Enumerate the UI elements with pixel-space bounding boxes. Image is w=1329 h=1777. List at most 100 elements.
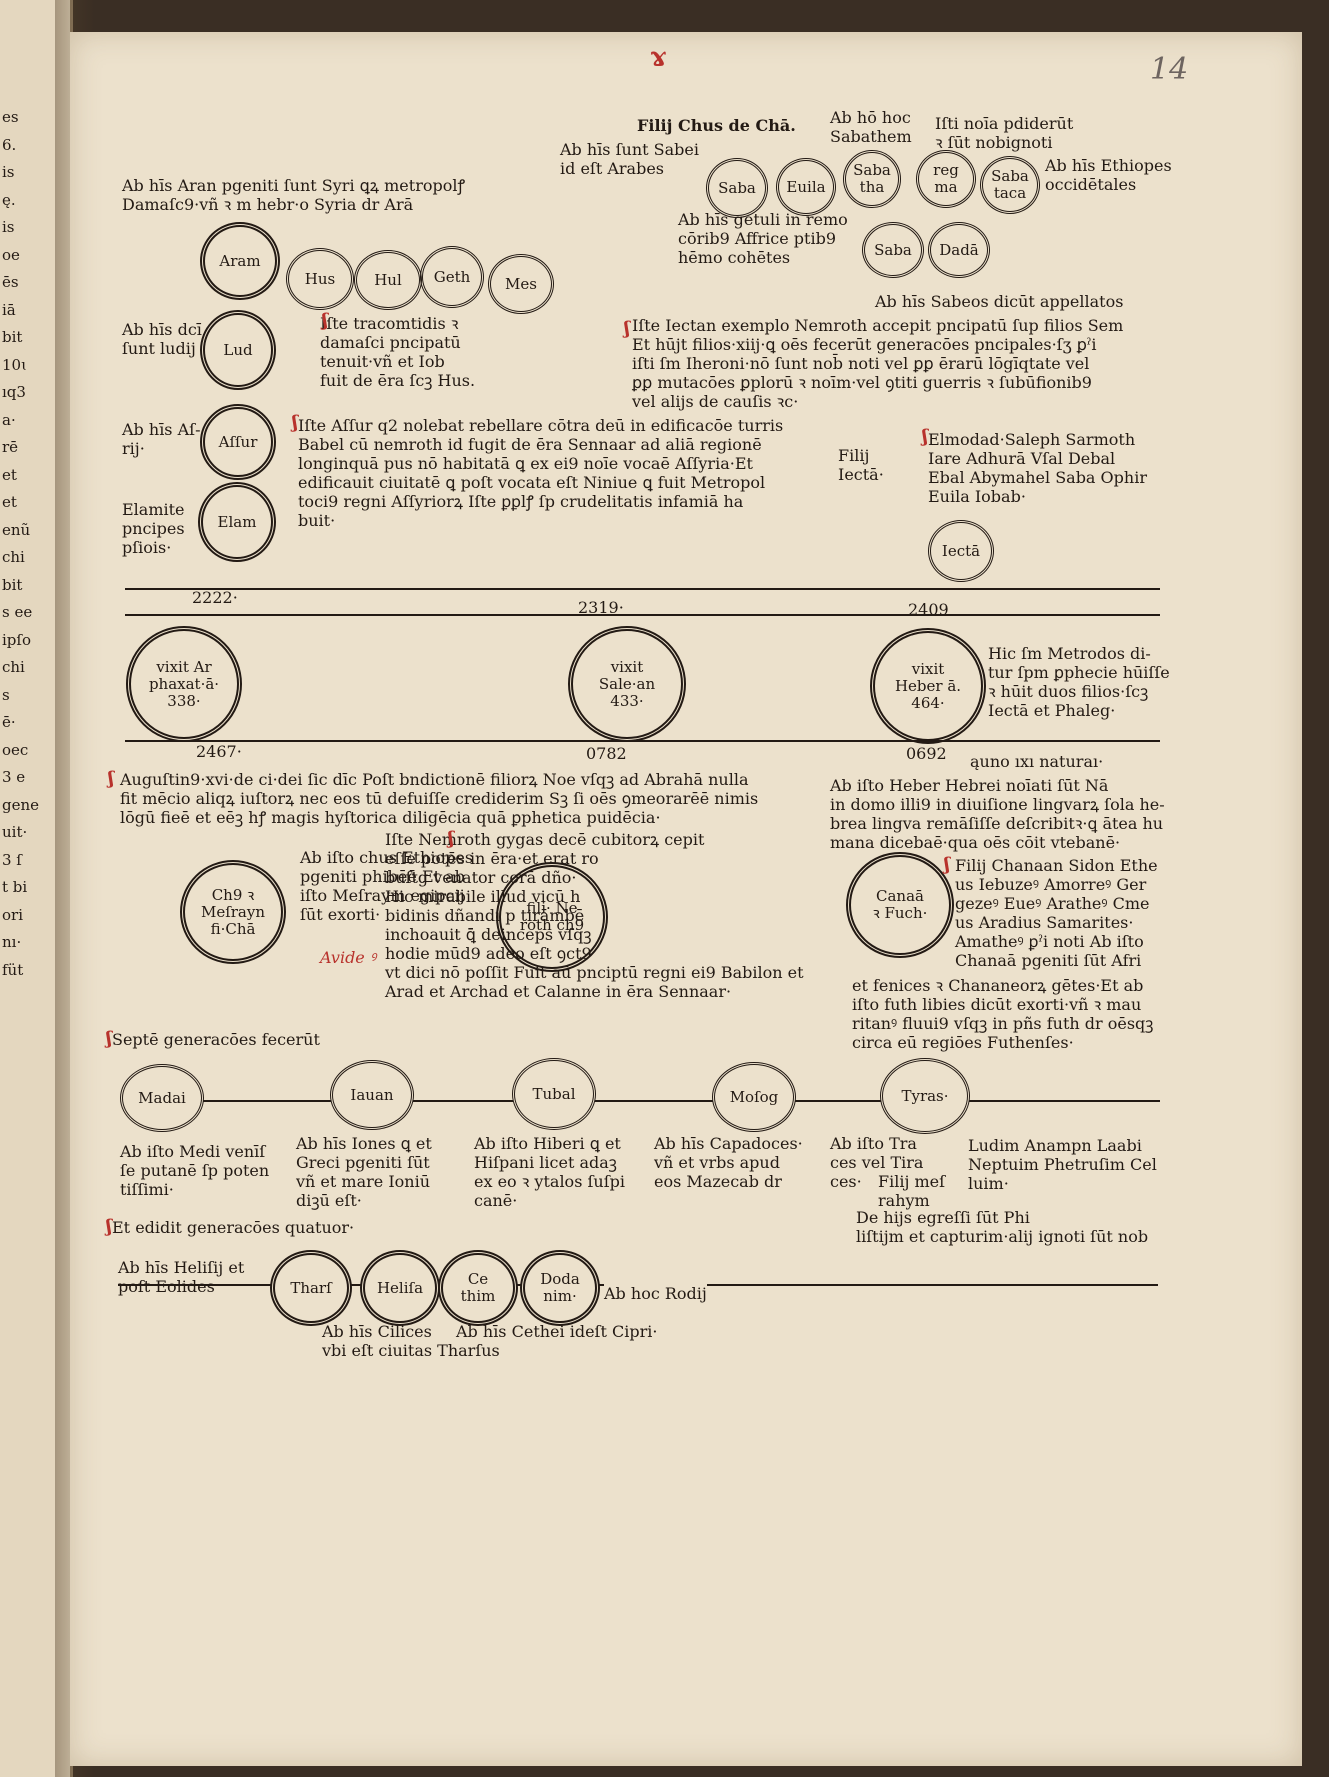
left-margin-fragment: t bi <box>2 878 28 896</box>
circle-lud: Lud <box>200 310 276 390</box>
left-margin-fragment: bit <box>2 328 23 346</box>
getuli-note: Ab hīs getuli in remo cōrib9 Affrice pti… <box>678 210 848 267</box>
filij-iecta: Filij Iectā· <box>838 446 884 484</box>
left-margin-fragment: et <box>2 465 17 484</box>
circle-sabataca: Saba taca <box>980 156 1040 214</box>
iecta-sons: Elmodad·Saleph Sarmoth Iare Adhurā Vſal … <box>928 430 1147 506</box>
iones-note: Ab hīs Iones ꝗ et Greci pgeniti ſūt vñ e… <box>296 1134 432 1210</box>
left-margin-fragment: a· <box>2 410 16 429</box>
hiberi-note: Ab iſto Hiberi ꝗ et Hiſpani licet adaꝫ e… <box>474 1134 625 1210</box>
medi-note: Ab iſto Medi venīſ ſe putanē ſp poten ti… <box>120 1142 270 1199</box>
left-margin-fragment: iā <box>2 300 16 319</box>
year-2319: 2319· <box>578 598 624 617</box>
heber-note: Hic ſm Metrodos di- tur ſpm ꝑphecie hūiſ… <box>988 644 1170 720</box>
left-margin-fragment: füt <box>2 960 24 979</box>
left-margin-fragment: ę. <box>2 190 16 209</box>
paragraph-mark-8: ʃ <box>106 1028 112 1049</box>
folio-number: 14 <box>1150 52 1189 87</box>
nomina-note: Iſti noīa pdiderūt ꝛ ſūt nobignoti <box>935 114 1074 152</box>
paragraph-mark-7: ʃ <box>944 854 950 875</box>
year-2467: 2467· <box>196 742 242 761</box>
circle-dadan: Dadā <box>928 222 990 278</box>
left-margin-fragment: chi <box>2 548 25 566</box>
year-0782: 0782 <box>586 744 627 763</box>
canaan-sons: Filij Chanaan Sidon Ethe us Iebuzeꝰ Amor… <box>955 856 1158 970</box>
year-2222: 2222· <box>192 588 238 607</box>
ab-hoc-note: Ab hō hoc Sabathem <box>830 108 912 146</box>
left-margin-fragment: ıq3 <box>2 383 26 401</box>
fenices-text: et fenices ꝛ Chananeorꝝ gētes·Et ab iſto… <box>852 976 1154 1052</box>
aran-note: Ab hīs Aran pgeniti ſunt Syri ꝗꝝ metropo… <box>122 176 466 214</box>
left-margin-fragment: et <box>2 493 17 511</box>
left-margin-fragment: 3 e <box>2 768 26 786</box>
assur-text: Iſte Aſſur q2 nolebat rebellare cōtra de… <box>298 416 784 530</box>
circle-aram: Aram <box>200 222 280 300</box>
circle-mosog: Moſog <box>712 1062 796 1132</box>
left-margin-fragment: ēs <box>2 273 19 291</box>
iectan-note: Iſte Iectan exemplo Nemroth accepit pnci… <box>632 316 1124 411</box>
left-margin-fragment: is <box>2 163 15 181</box>
circle-euila: Euila <box>776 158 836 216</box>
circle-cethim: Ce thim <box>438 1250 518 1326</box>
circle-geth: Geth <box>420 246 484 308</box>
timeline-rule-3 <box>125 740 1160 742</box>
helisei-note: Ab hīs Heliſij et poſt Eolides <box>118 1258 245 1296</box>
left-margin-fragment: bit <box>2 575 23 594</box>
de-hijs-note: De hijs egreſſi ſūt Phi liſtijm et captu… <box>856 1208 1149 1246</box>
circle-tharsis: Tharſ <box>270 1250 352 1326</box>
circle-regma: reg ma <box>916 150 976 208</box>
japheth-rule <box>190 1100 1160 1102</box>
augustinus-text: Auguſtin9·xvi·de ci·dei ſic dīc Poſt bnd… <box>120 770 759 827</box>
traces-note: Ab iſto Tra ces vel Tira ces· <box>830 1134 924 1191</box>
circle-sabatha: Saba tha <box>843 150 901 208</box>
inverted-note: ąuno ıxı naturaı· <box>970 752 1104 771</box>
circle-hus: Hus <box>286 248 354 310</box>
left-margin-fragment: gene <box>2 795 40 814</box>
lud-note: Ab hīs dcī ſunt ludij <box>122 320 202 358</box>
circle-tubal: Tubal <box>512 1058 596 1130</box>
circle-saba: Saba <box>706 158 768 218</box>
circle-arphaxat: vixit Ar phaxat·ā· 338· <box>126 626 242 742</box>
left-margin-fragment: s ee <box>2 603 33 621</box>
paragraph-mark-5: ʃ <box>108 768 114 789</box>
javan-heading: Et edidit generacōes quatuor· <box>112 1218 355 1237</box>
sabeos-note: Ab hīs Sabeos dicūt appellatos <box>875 292 1124 311</box>
timeline-rule-1 <box>125 588 1160 590</box>
paragraph-mark-2: ʃ <box>322 310 328 331</box>
paragraph-mark-1: ʃ <box>624 318 630 339</box>
left-margin-fragment: chi <box>2 658 25 676</box>
paragraph-mark-4: ʃ <box>922 426 928 447</box>
year-2409: 2409 <box>908 600 949 619</box>
rubric-paragraph-mark: ɤ <box>650 42 667 72</box>
nemroth-text: Iſte Nemroth gygas decē cubitorꝝ cepit e… <box>385 830 804 1001</box>
left-margin-fragment: ē· <box>2 713 16 731</box>
sabei-note: Ab hīs ſunt Sabei id eſt Arabes <box>560 140 699 178</box>
year-0692: 0692 <box>906 744 947 763</box>
left-margin-fragment: oec <box>2 740 29 759</box>
paragraph-mark-3: ʃ <box>292 412 298 433</box>
left-margin-fragment: nı· <box>2 933 22 951</box>
heber-hebrei-text: Ab iſto Heber Hebrei noīati ſūt Nā in do… <box>830 776 1165 852</box>
circle-sale: vixit Sale·an 433· <box>568 626 686 742</box>
capadoces-note: Ab hīs Capadoces· vñ et vrbs apud eos Ma… <box>654 1134 803 1191</box>
circle-nemroth: fili· Ne roth ch9 <box>496 862 608 972</box>
circle-assur: Aſſur <box>200 404 276 480</box>
ethiopes-note: Ab hīs Ethiopes occidētales <box>1045 156 1172 194</box>
filij-mes: Filij meſ rahym <box>878 1172 946 1210</box>
assur-note: Ab hīs Aſ- rij· <box>122 420 201 458</box>
left-margin-fragment: ori <box>2 905 23 924</box>
circle-saba-2: Saba <box>862 222 924 278</box>
circle-iecta: Iectā <box>928 520 994 582</box>
left-margin-fragment: enũ <box>2 520 31 539</box>
paragraph-mark-9: ʃ <box>106 1216 112 1237</box>
circle-iauan: Iauan <box>330 1060 414 1130</box>
left-margin-fragment: es <box>2 108 19 126</box>
cilices-note: Ab hīs Cilices vbi eſt ciuitas Tharſus <box>322 1322 500 1360</box>
elamite-note: Elamite pncipes pſiois· <box>122 500 185 557</box>
circle-helisa: Heliſa <box>360 1250 440 1326</box>
circle-tyras: Tyras· <box>880 1058 970 1134</box>
circle-heber: vixit Heber ā. 464· <box>870 628 986 744</box>
left-margin-fragment: 10ɩ <box>2 355 27 374</box>
circle-elam: Elam <box>198 482 276 562</box>
